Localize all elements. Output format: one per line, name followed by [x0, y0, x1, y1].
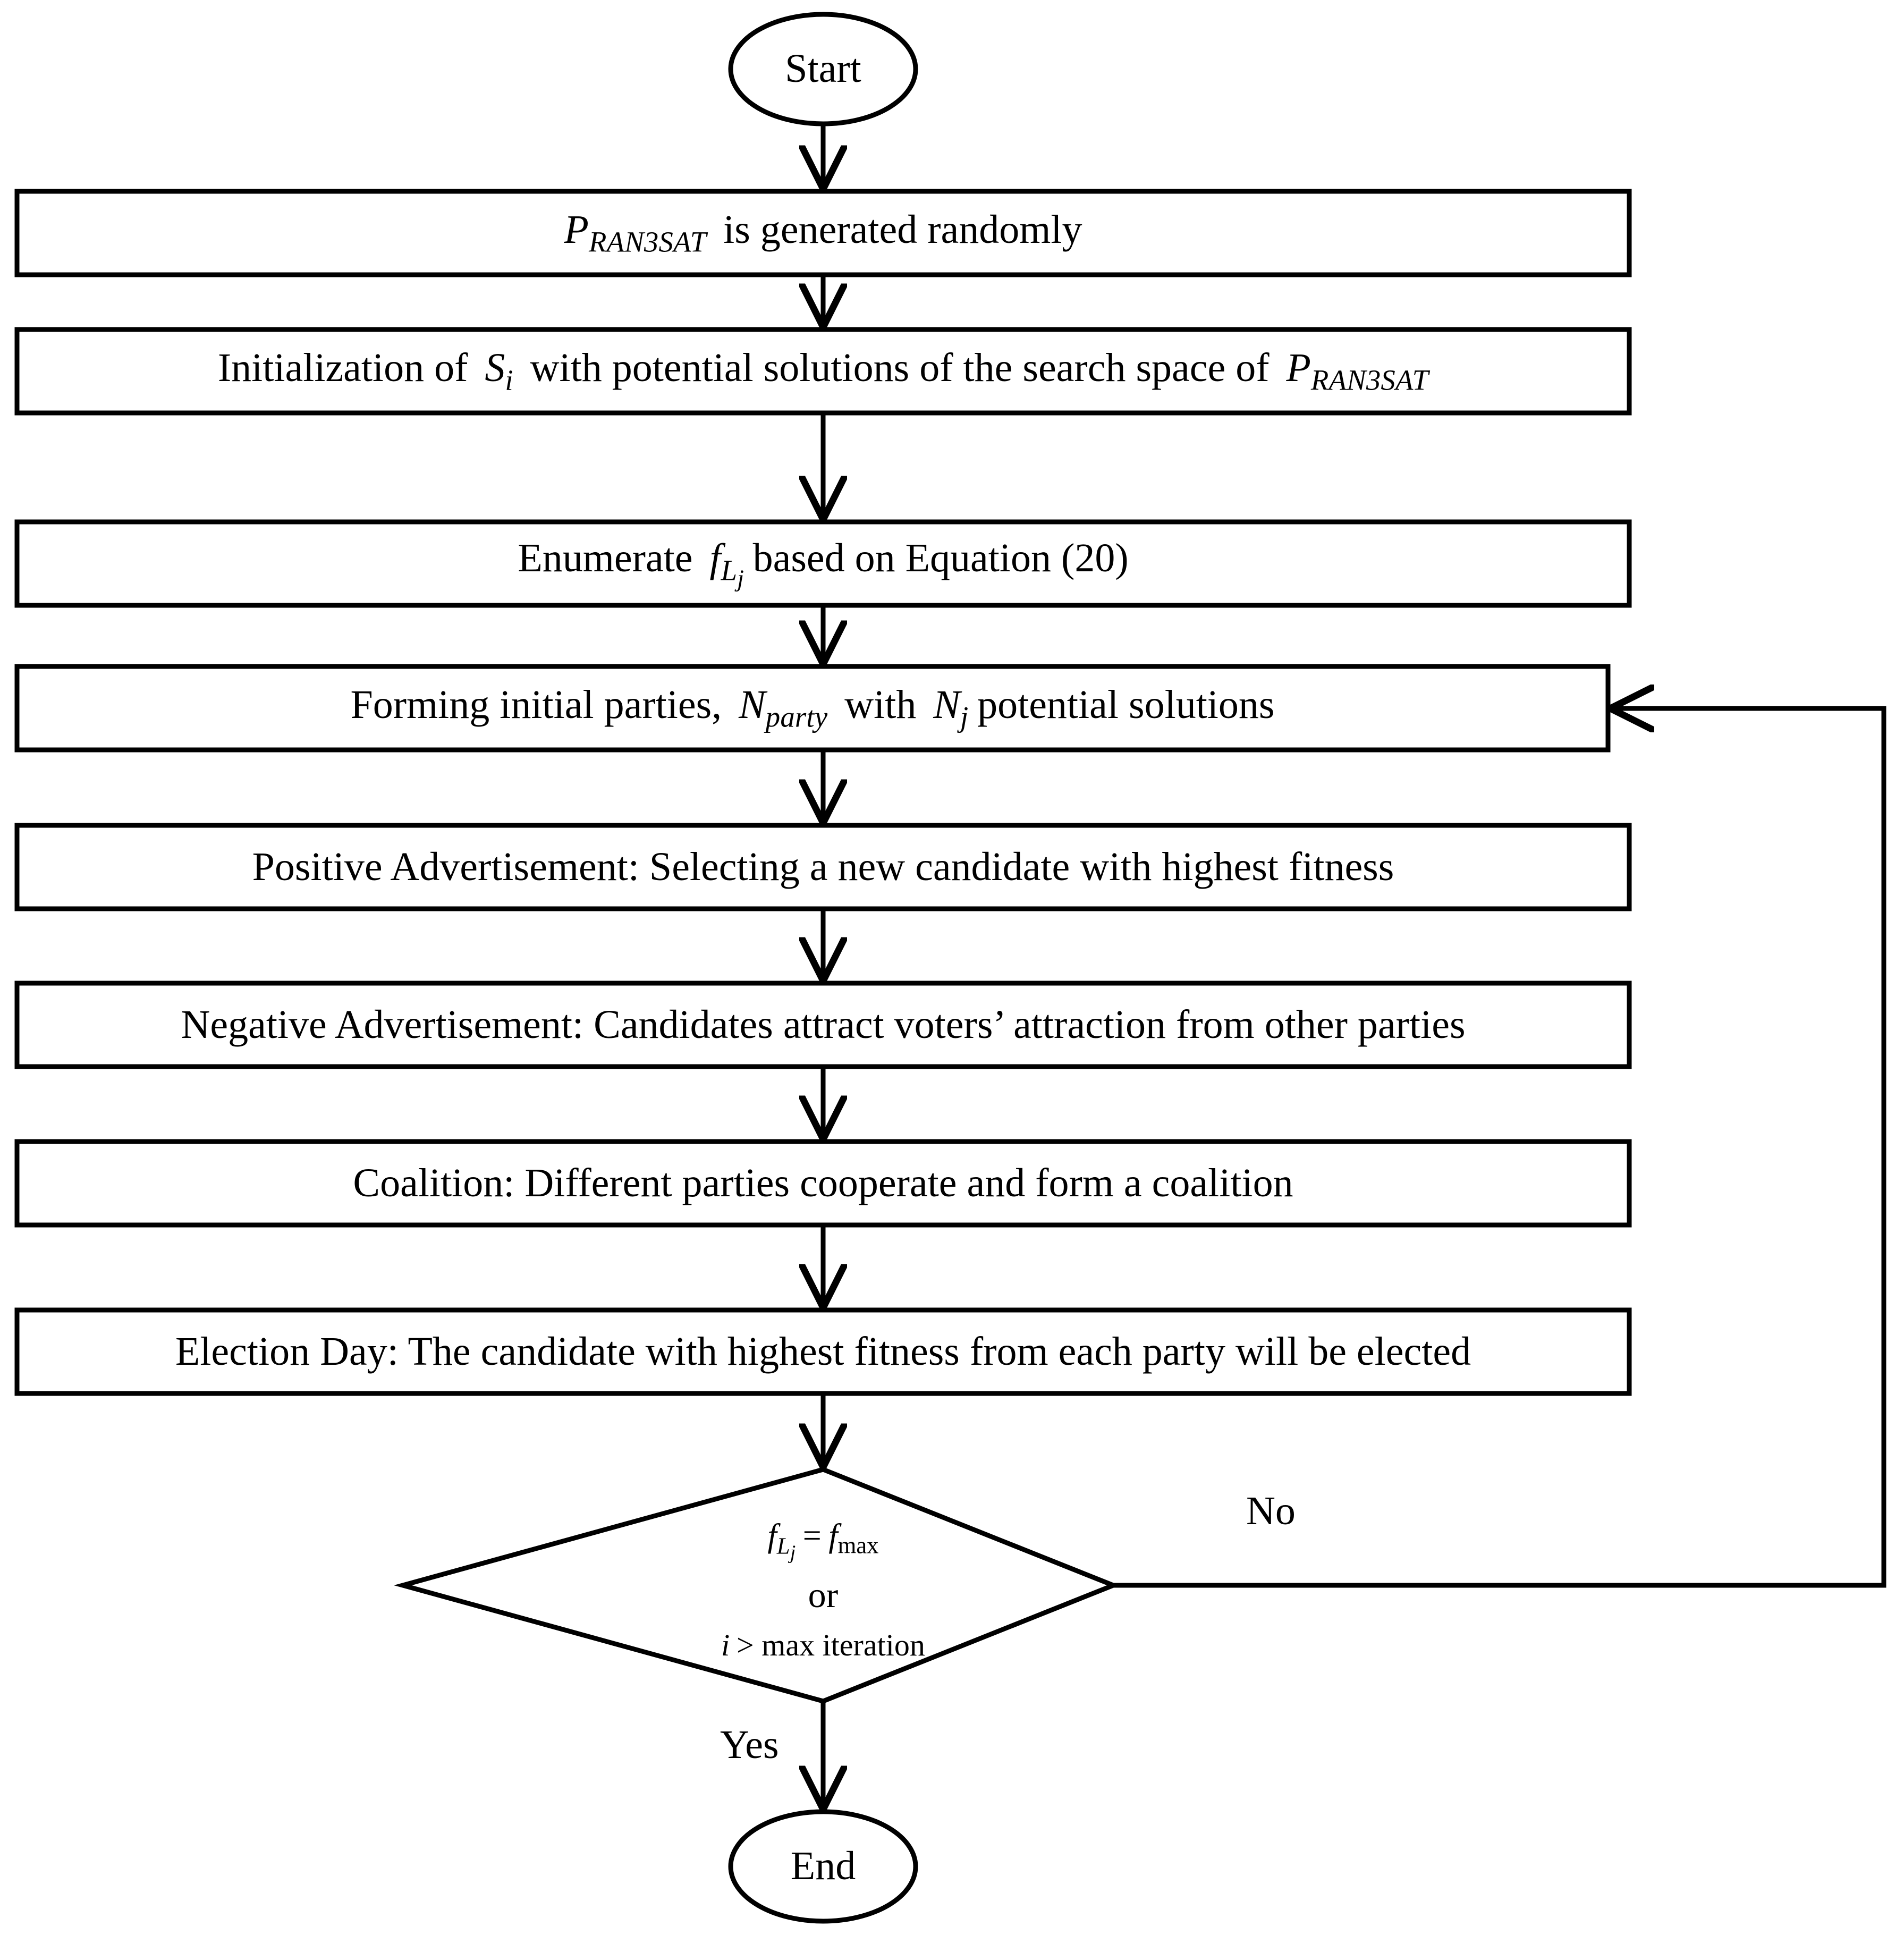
decision-condition-line-1: fLj=fmax [541, 1517, 1105, 1564]
decision-sub-j: j [790, 1542, 796, 1564]
no-label-text: No [1246, 1489, 1296, 1533]
enumerate-node-shape [14, 519, 1632, 608]
decision-operator-equals: = [802, 1518, 822, 1554]
decision-var-i: i [721, 1628, 730, 1662]
decision-sub-l: L [776, 1532, 790, 1559]
edge-label-no: No [1246, 1488, 1296, 1534]
decision-line3-rest: > max iteration [737, 1628, 925, 1662]
positive-ad-node-shape [14, 823, 1632, 911]
negative-ad-node-shape [14, 981, 1632, 1069]
decision-var-f2: f [828, 1518, 838, 1554]
decision-sub-max: max [837, 1532, 879, 1559]
coalition-node-shape [14, 1139, 1632, 1228]
forming-parties-node-shape [14, 664, 1611, 753]
election-day-node-shape [14, 1307, 1632, 1396]
edge-decision-no-feedback [1113, 708, 1886, 1588]
generate-node-shape [14, 189, 1632, 277]
start-node-shape [728, 12, 918, 126]
decision-condition-line-3: i> max iteration [541, 1627, 1105, 1663]
initialization-node-shape [14, 327, 1632, 416]
yes-label-text: Yes [720, 1722, 779, 1767]
edge-label-yes: Yes [720, 1722, 779, 1768]
end-node-shape [728, 1809, 918, 1924]
decision-var-f: f [767, 1518, 777, 1554]
decision-condition-line-2: or [808, 1575, 839, 1615]
